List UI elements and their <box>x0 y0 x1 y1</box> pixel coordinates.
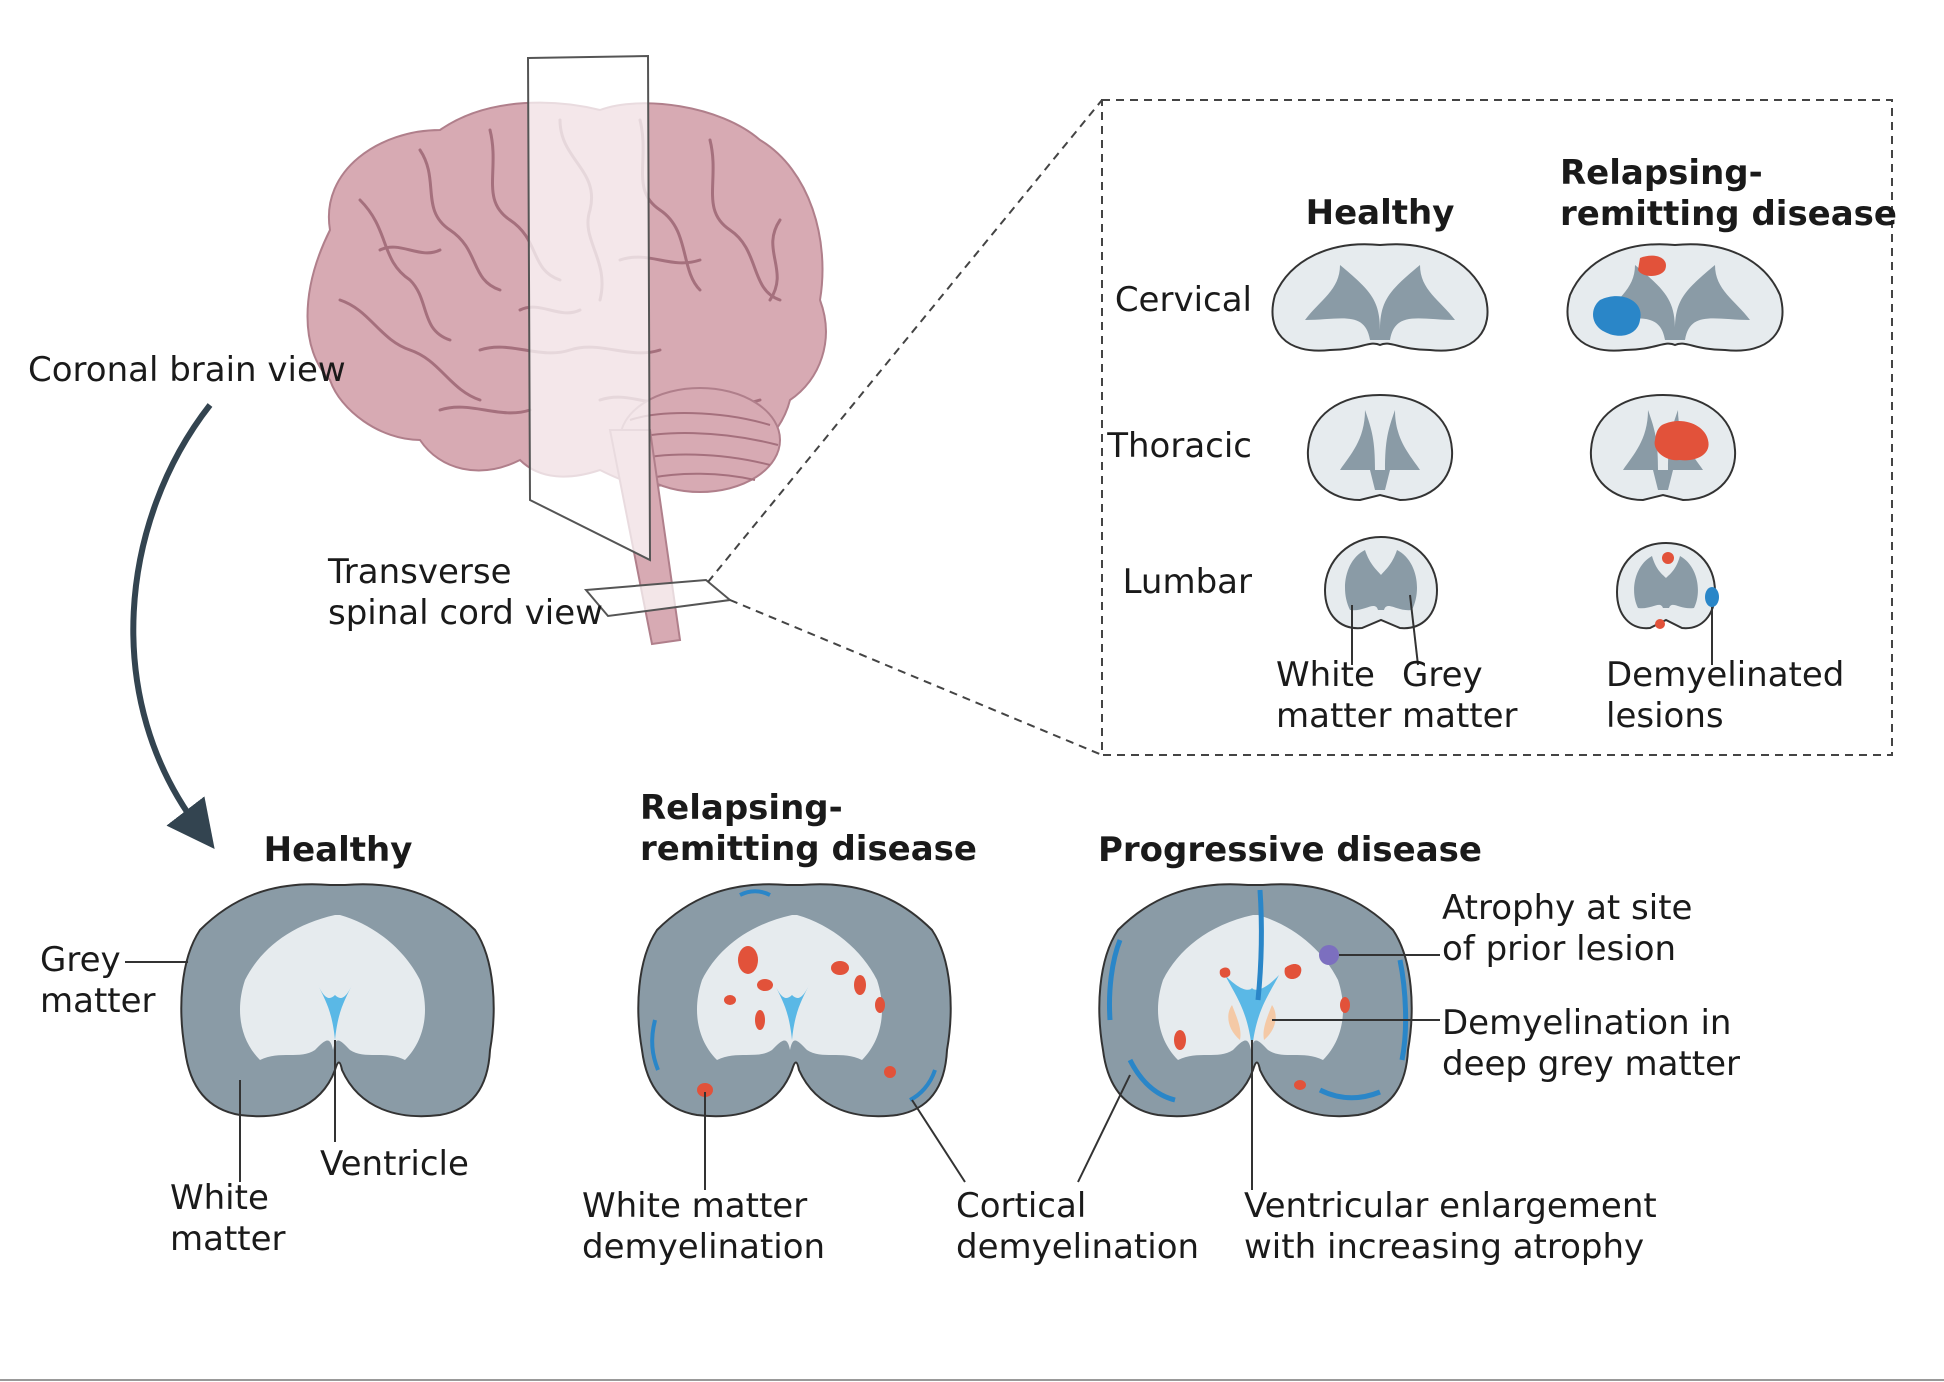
relapsing-coronal-section <box>637 883 952 1118</box>
inset-heading-relapsing: Relapsing- remitting disease <box>1560 153 1897 234</box>
coronal-heading-healthy: Healthy <box>263 830 413 870</box>
white-matter-lesions <box>697 946 896 1097</box>
grey-matter-label: Grey matter <box>40 940 156 1021</box>
coronal-view-arrow <box>130 403 215 850</box>
ventricle <box>775 985 809 1040</box>
level-cervical: Cervical <box>1114 280 1252 320</box>
coronal-plane <box>526 54 652 562</box>
white-matter-label: White matter <box>170 1178 286 1259</box>
white-matter-lesions <box>1174 964 1350 1090</box>
cortical-demyelination-label: Cortical demyelination <box>956 1186 1200 1267</box>
transverse-view-label: Transverse spinal cord view <box>328 552 603 633</box>
cortical-lesions <box>1107 889 1409 1103</box>
deep-grey-demyelination <box>1228 1005 1276 1040</box>
relapsing-thoracic-section <box>1589 393 1737 502</box>
connector-line-bottom <box>729 599 1103 756</box>
coronal-heading-progressive: Progressive disease <box>1098 830 1482 870</box>
red-lesion <box>1654 420 1709 461</box>
spinal-white-matter-label: White matter <box>1276 655 1392 736</box>
spinal-cord-inset-box <box>1101 99 1893 756</box>
healthy-lumbar-section <box>1323 535 1439 630</box>
inset-heading-healthy: Healthy <box>1305 193 1455 233</box>
spinal-grey-matter-label: Grey matter <box>1402 655 1518 736</box>
enlarged-ventricle <box>1225 975 1279 1050</box>
ventricular-enlargement-label: Ventricular enlargement with increasing … <box>1244 1186 1657 1267</box>
cortical-lesions <box>650 889 937 1102</box>
healthy-cervical-section <box>1271 243 1489 352</box>
leader-cortical-demyelination-left <box>911 1099 966 1183</box>
atrophy-label: Atrophy at site of prior lesion <box>1442 888 1693 969</box>
level-thoracic: Thoracic <box>1107 426 1252 466</box>
progressive-coronal-section <box>1098 883 1413 1118</box>
relapsing-lumbar-section <box>1615 541 1719 630</box>
coronal-heading-relapsing: Relapsing- remitting disease <box>640 788 977 869</box>
atrophy-lesion <box>1319 945 1339 965</box>
red-lesion <box>1638 255 1666 276</box>
level-lumbar: Lumbar <box>1122 562 1252 602</box>
leader-grey-matter-spinal <box>1409 594 1419 666</box>
blue-lesion <box>1593 296 1641 336</box>
healthy-coronal-section <box>180 883 495 1118</box>
red-lesion <box>1662 552 1674 564</box>
healthy-thoracic-section <box>1306 393 1454 502</box>
connector-line-top <box>707 99 1103 583</box>
leader-cortical-demyelination-right <box>1077 1074 1131 1183</box>
deep-grey-demyelination-label: Demyelination in deep grey matter <box>1442 1003 1740 1084</box>
brain-illustration <box>306 54 827 646</box>
white-matter-demyelination-label: White matter demyelination <box>582 1186 826 1267</box>
demyelinated-lesions-label: Demyelinated lesions <box>1606 655 1845 736</box>
ventricle-label: Ventricle <box>320 1144 469 1184</box>
relapsing-cervical-section <box>1566 243 1784 352</box>
blue-lesion <box>1705 587 1719 607</box>
red-lesion <box>1655 619 1665 629</box>
ventricle <box>318 985 352 1040</box>
coronal-view-label: Coronal brain view <box>28 350 346 390</box>
